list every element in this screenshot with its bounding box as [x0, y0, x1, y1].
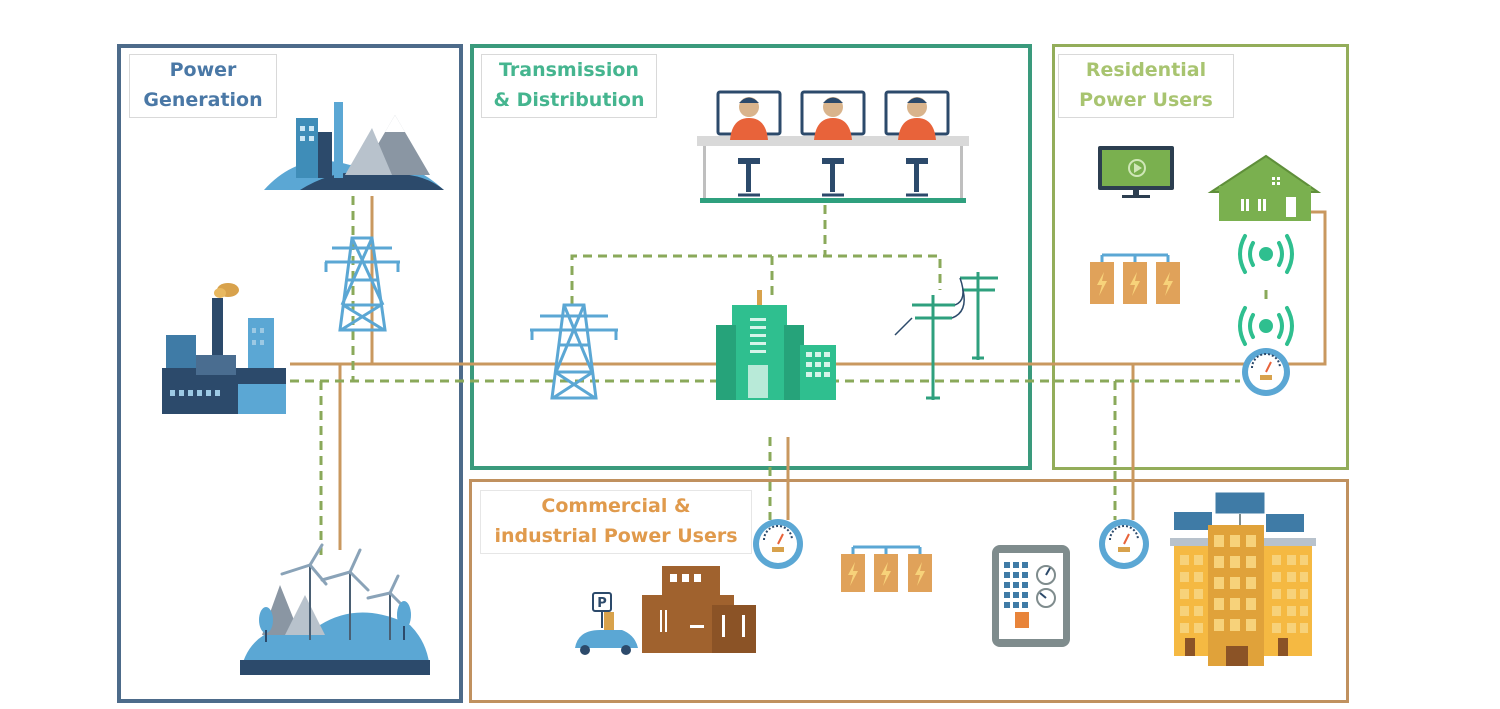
label-line: & Distribution [493, 89, 645, 111]
substation-building-icon [716, 290, 836, 400]
transmission-tower-icon [324, 236, 400, 332]
label-line: Commercial & [541, 495, 691, 517]
data-lines [290, 196, 1268, 560]
zone-commercial-industrial [469, 479, 1349, 703]
zone-transmission-distribution [470, 44, 1032, 470]
tablet-dashboard-icon [992, 545, 1070, 647]
control-room-icon [697, 90, 969, 203]
label-line: Power Users [1079, 89, 1213, 111]
label-line: Residential [1085, 59, 1207, 81]
label-residential: Residential Power Users [1058, 54, 1234, 118]
zone-power-generation [117, 44, 463, 703]
smart-meter-icon [1099, 519, 1149, 569]
house-icon [1207, 154, 1322, 221]
smart-meter-icon [753, 519, 803, 569]
label-commercial-industrial: Commercial & industrial Power Users [480, 490, 752, 554]
transmission-tower-icon [530, 303, 618, 400]
operator-1 [716, 90, 782, 197]
label-line: Generation [143, 89, 263, 111]
television-icon [1098, 146, 1174, 198]
factory-icon [162, 283, 286, 414]
label-line: industrial Power Users [494, 525, 738, 547]
label-line: Power [169, 59, 237, 81]
power-plant-mountains-icon [264, 102, 444, 190]
utility-pole-icon [894, 272, 998, 400]
svg-text:P: P [597, 596, 607, 611]
wireless-signal-icon [1238, 234, 1294, 274]
battery-icon [1090, 253, 1180, 304]
factory-building-icon [642, 566, 756, 653]
operator-3 [884, 90, 950, 197]
operator-2 [800, 90, 866, 197]
label-line: Transmission [499, 59, 639, 81]
battery-icon [841, 545, 932, 592]
wind-turbines-icon [240, 543, 430, 675]
ev-charging-icon: P [575, 592, 638, 655]
label-transmission-distribution: Transmission & Distribution [481, 54, 657, 118]
zone-residential [1052, 44, 1349, 470]
smart-meter-icon [1242, 348, 1290, 396]
wireless-signal-icon [1238, 306, 1294, 346]
solar-office-building-icon [1170, 491, 1316, 666]
label-power-generation: Power Generation [129, 54, 277, 118]
